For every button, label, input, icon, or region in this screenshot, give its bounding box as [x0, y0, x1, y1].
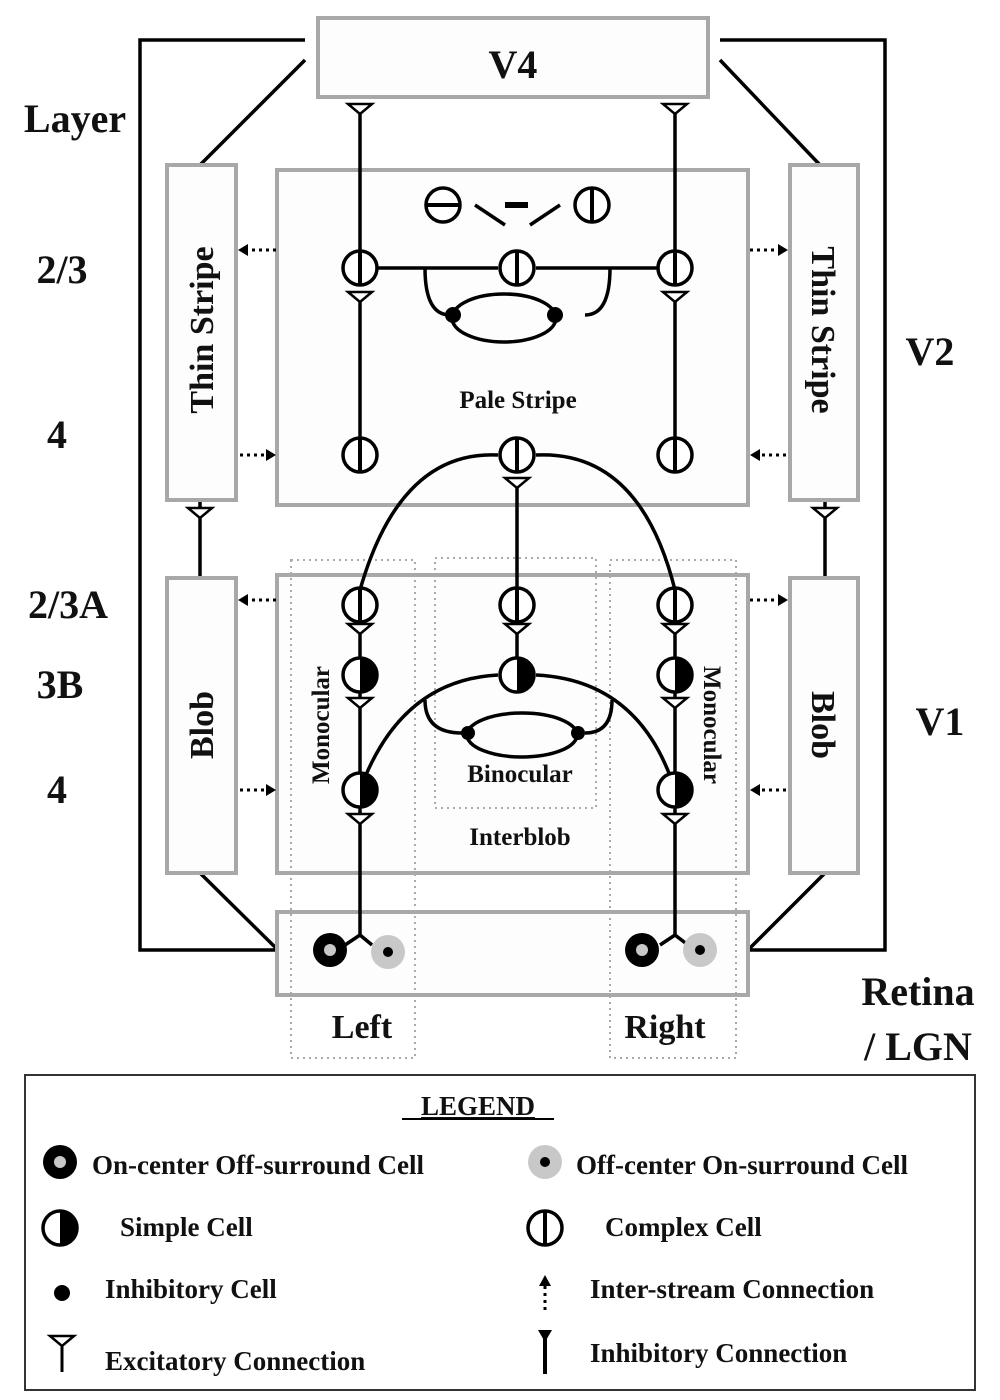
- v4-label: V4: [489, 42, 538, 87]
- legend-title: LEGEND: [421, 1091, 535, 1121]
- layer-4-v1: 4: [47, 767, 67, 812]
- inter-stream-arrow-icon: [539, 1275, 551, 1310]
- inter-stream-arrows: [238, 244, 788, 796]
- legend-label: On-center Off-surround Cell: [92, 1150, 424, 1180]
- on-center-cell-icon: [43, 1145, 77, 1179]
- binocular-label: Binocular: [467, 761, 573, 788]
- blob-left: [165, 576, 238, 875]
- thin-stripe-left: [165, 163, 238, 502]
- simple-cell-icon: [41, 1209, 79, 1247]
- thin-stripe-left-label: Thin Stripe: [184, 246, 221, 413]
- legend-label: Complex Cell: [605, 1212, 762, 1242]
- complex-cell-icon: [526, 1209, 564, 1247]
- v2-label: V2: [906, 329, 955, 374]
- thin-stripe-right-label: Thin Stripe: [804, 246, 841, 413]
- legend: LEGEND On-center Off-surround Cell Off-c…: [24, 1074, 976, 1391]
- inhibitory-cells: [445, 307, 585, 740]
- layer-4-v2: 4: [47, 412, 67, 457]
- interblob-label: Interblob: [469, 824, 570, 851]
- retina-label: Retina: [861, 969, 974, 1014]
- v4-box: [316, 16, 710, 99]
- legend-label: Inhibitory Cell: [105, 1274, 277, 1304]
- thin-stripe-right: [788, 163, 860, 502]
- layer-2-3a: 2/3A: [28, 582, 108, 627]
- blob-right: [788, 576, 860, 875]
- legend-label: Off-center On-surround Cell: [576, 1150, 908, 1180]
- layer-2-3: 2/3: [36, 247, 87, 292]
- blob-left-label: Blob: [184, 691, 221, 759]
- retina-lgn-box: [275, 910, 750, 997]
- complex-cells: [341, 186, 694, 624]
- blob-right-label: Blob: [804, 691, 841, 759]
- inhibitory-cell-icon: [54, 1285, 70, 1301]
- inhibitory-terminal-icon: [538, 1330, 552, 1374]
- binocular-region: [434, 557, 597, 809]
- lgn-label: / LGN: [863, 1024, 972, 1069]
- layer-heading: Layer: [24, 96, 126, 141]
- right-eye-label: Right: [624, 1009, 706, 1046]
- legend-label: Excitatory Connection: [105, 1346, 365, 1376]
- excitatory-terminal-icon: [46, 1334, 78, 1372]
- monocular-left-region: [290, 559, 416, 1059]
- v1-label: V1: [916, 699, 965, 744]
- pale-stripe-label: Pale Stripe: [459, 387, 576, 414]
- legend-label: Inter-stream Connection: [590, 1274, 874, 1304]
- monocular-left-label: Monocular: [308, 666, 335, 784]
- left-eye-label: Left: [332, 1009, 393, 1046]
- legend-label: Simple Cell: [120, 1212, 253, 1242]
- legend-label: Inhibitory Connection: [590, 1338, 847, 1368]
- layer-3b: 3B: [37, 662, 84, 707]
- off-center-cell-icon: [528, 1145, 562, 1179]
- monocular-right-label: Monocular: [698, 666, 725, 784]
